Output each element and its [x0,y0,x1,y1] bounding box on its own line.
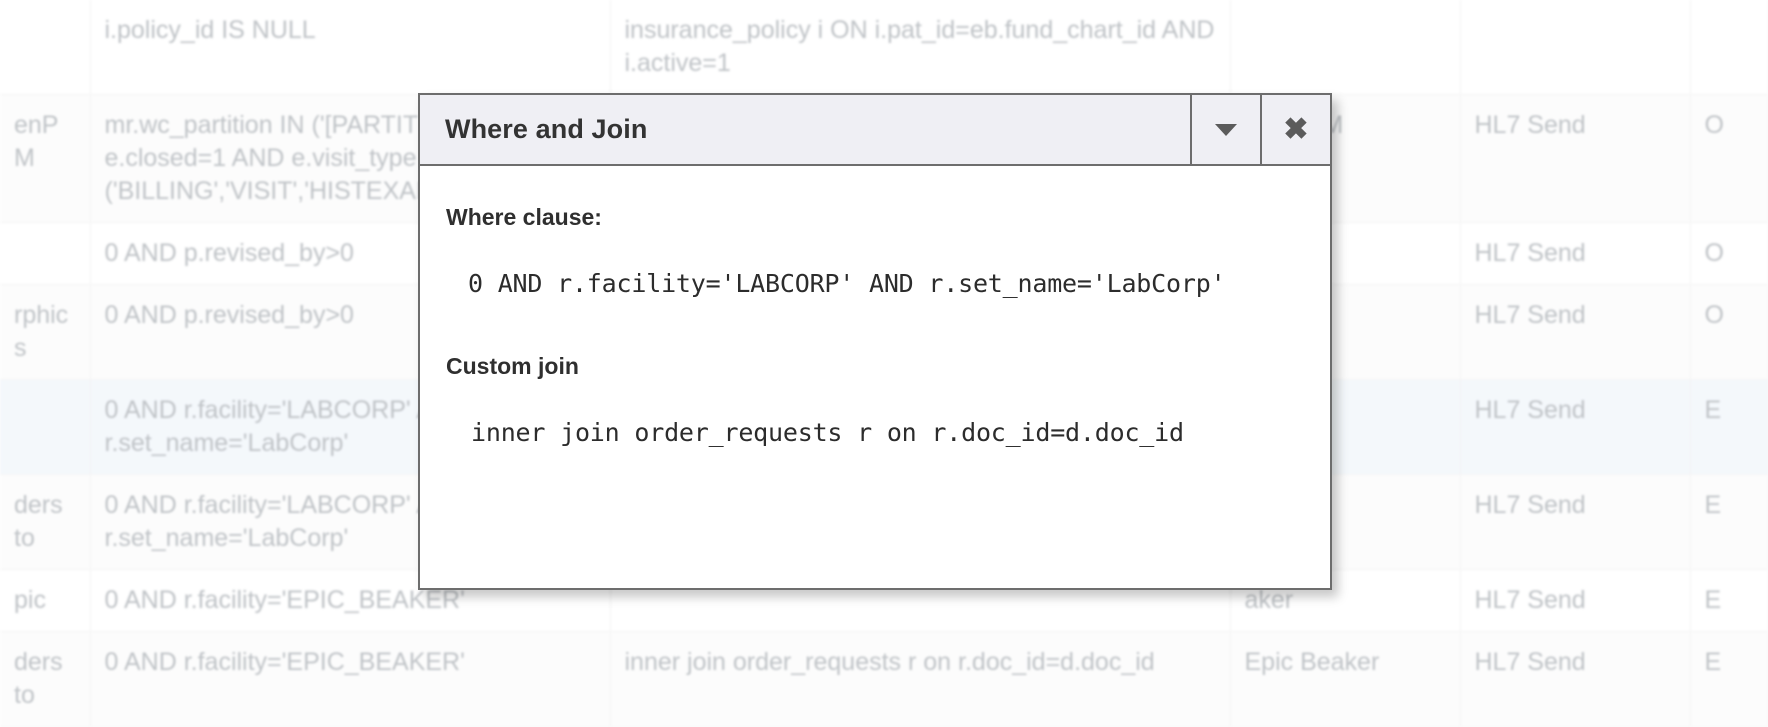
table-cell: O [1690,95,1768,223]
table-cell: O [1690,223,1768,285]
table-cell: HL7 Send [1460,223,1690,285]
table-cell: HL7 Send [1460,632,1690,727]
table-cell: pic [0,570,90,632]
table-cell: Epic Beaker [1230,632,1460,727]
table-cell: HL7 Send [1460,475,1690,570]
dialog-content: Where clause: 0 AND r.facility='LABCORP'… [420,166,1330,588]
table-cell: E [1690,632,1768,727]
table-cell: O [1690,285,1768,380]
where-and-join-dialog: Where and Join ✖ Where clause: 0 AND r.f… [418,93,1332,590]
table-cell [0,0,90,95]
table-cell: rphics [0,285,90,380]
dialog-dropdown-button[interactable] [1190,95,1260,164]
table-cell: ders to [0,632,90,727]
caret-down-icon [1215,124,1237,136]
table-cell: ders to [0,475,90,570]
table-cell [0,380,90,475]
table-cell: HL7 Send [1460,285,1690,380]
table-cell: HL7 Send [1460,95,1690,223]
where-clause-value[interactable]: 0 AND r.facility='LABCORP' AND r.set_nam… [446,269,1304,298]
dialog-titlebar: Where and Join ✖ [420,95,1330,166]
where-clause-label: Where clause: [446,204,1304,231]
table-cell [0,223,90,285]
table-cell: insurance_policy i ON i.pat_id=eb.fund_c… [610,0,1230,95]
table-cell: E [1690,570,1768,632]
table-cell: i.policy_id IS NULL [90,0,610,95]
table-cell: E [1690,380,1768,475]
table-cell: E [1690,475,1768,570]
table-cell: 0 AND r.facility='EPIC_BEAKER' [90,632,610,727]
table-cell: enPM [0,95,90,223]
table-cell: inner join order_requests r on r.doc_id=… [610,632,1230,727]
custom-join-label: Custom join [446,353,1304,380]
table-cell: HL7 Send [1460,570,1690,632]
table-cell [1690,0,1768,95]
close-icon: ✖ [1283,115,1308,145]
table-cell [1460,0,1690,95]
table-cell [1230,0,1460,95]
table-cell: HL7 Send [1460,380,1690,475]
custom-join-value[interactable]: inner join order_requests r on r.doc_id=… [446,418,1304,447]
dialog-close-button[interactable]: ✖ [1260,95,1330,164]
section-spacer [446,298,1304,353]
dialog-title: Where and Join [420,95,1190,164]
